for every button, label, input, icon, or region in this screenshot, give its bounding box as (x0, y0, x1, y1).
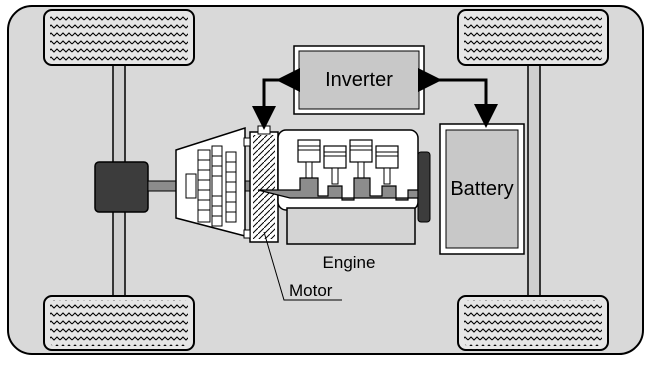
wheel-bottom-right (457, 295, 609, 351)
battery-box (439, 123, 525, 255)
inverter-motor-arrow (252, 68, 300, 130)
battery-label: Battery (450, 178, 513, 200)
engine-block (257, 129, 431, 245)
piston-4 (375, 145, 399, 185)
flywheel (417, 151, 431, 223)
inverter-box (293, 45, 425, 115)
inverter-battery-arrow (418, 68, 498, 128)
motor-leader-line (263, 231, 342, 301)
piston-2 (323, 145, 347, 185)
motor-unit (243, 125, 279, 243)
wheel-bottom-left (43, 295, 195, 351)
motor-label: Motor (289, 281, 333, 300)
inverter-label: Inverter (325, 69, 393, 91)
wheel-top-left (43, 9, 195, 66)
crankshaft (257, 177, 419, 201)
differential (94, 161, 149, 213)
right-axle (527, 54, 541, 311)
engine-label: Engine (323, 253, 376, 272)
wheel-top-right (457, 9, 609, 66)
